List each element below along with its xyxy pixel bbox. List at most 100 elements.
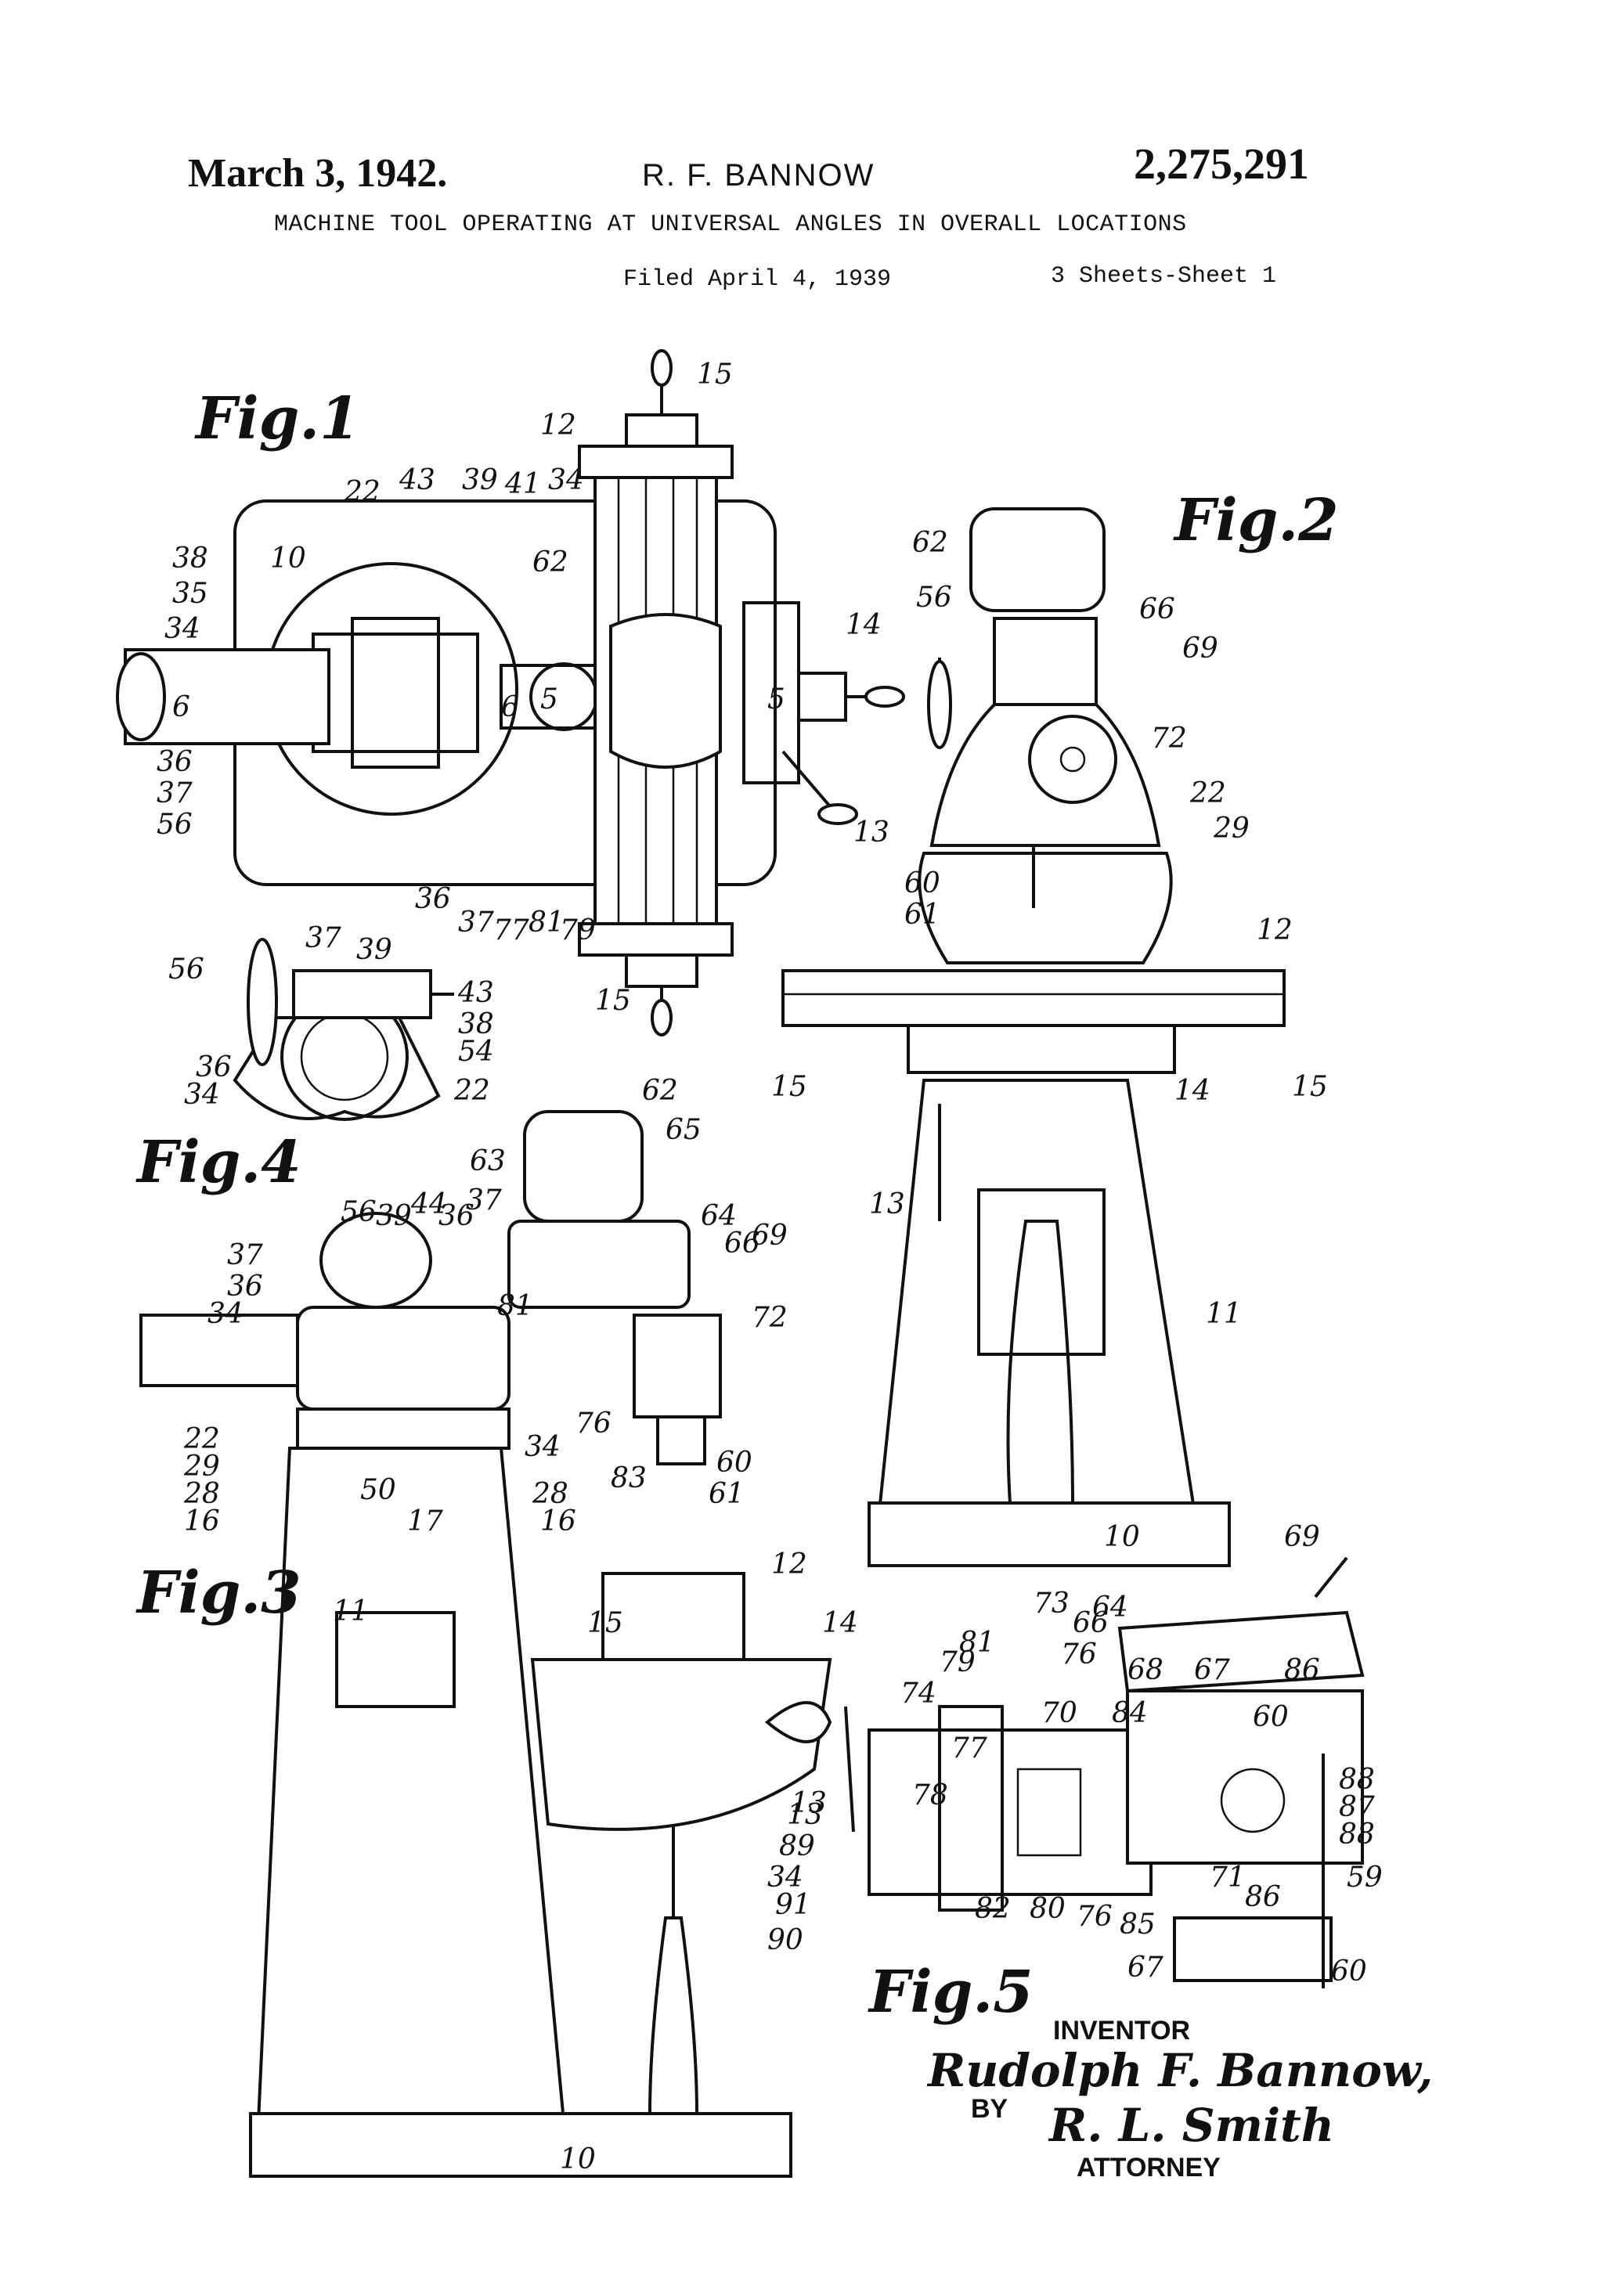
ref-numeral: 44 [410, 1188, 447, 1220]
ref-numeral: 88 [1339, 1764, 1375, 1796]
fig4-reference-numerals: 56 37 39 43 38 54 36 34 22 [168, 922, 494, 1111]
ref-numeral: 84 [1112, 1697, 1148, 1729]
ref-numeral: 34 [525, 1431, 561, 1463]
ref-numeral: 56 [916, 582, 952, 614]
ref-numeral: 74 [900, 1678, 936, 1710]
ref-numeral: 56 [168, 953, 204, 986]
fig1-top-view [116, 349, 905, 1036]
attorney-signature: R. L. Smith [1048, 2099, 1334, 2152]
fig1-label: Fig.1 [194, 385, 360, 452]
ref-numeral: 56 [341, 1196, 377, 1228]
ref-numeral: 81 [497, 1290, 533, 1322]
ref-numeral: 85 [1120, 1909, 1156, 1941]
ref-numeral: 72 [1151, 723, 1187, 755]
ref-numeral: 15 [771, 1071, 807, 1103]
ref-numeral: 34 [164, 613, 200, 645]
ref-numeral: 38 [458, 1008, 494, 1040]
ref-numeral: 67 [1127, 1952, 1163, 1984]
ref-numeral: 13 [787, 1799, 823, 1831]
attorney-label: ATTORNEY [1077, 2153, 1221, 2182]
ref-numeral: 16 [540, 1505, 576, 1537]
ref-numeral: 28 [532, 1478, 568, 1510]
ref-numeral: 80 [1030, 1893, 1066, 1925]
ref-numeral: 22 [183, 1423, 220, 1455]
fig4-label: Fig.4 [135, 1129, 301, 1196]
ref-numeral: 76 [1061, 1638, 1097, 1671]
ref-numeral: 12 [540, 409, 576, 442]
fig5-label: Fig.5 [868, 1959, 1034, 2026]
ref-numeral: 14 [822, 1607, 858, 1639]
by-label: BY [971, 2094, 1008, 2124]
fig4-view [233, 938, 454, 1121]
ref-numeral: 68 [1127, 1654, 1163, 1686]
ref-numeral: 37 [466, 1184, 502, 1216]
ref-numeral: 37 [227, 1239, 263, 1271]
ref-numeral: 15 [1292, 1071, 1328, 1103]
ref-numeral: 90 [767, 1924, 803, 1956]
ref-numeral: 43 [457, 977, 494, 1009]
ref-numeral: 13 [869, 1188, 905, 1220]
ref-numeral: 29 [183, 1451, 220, 1483]
ref-numeral: 91 [775, 1889, 811, 1921]
ref-numeral: 13 [791, 1787, 827, 1819]
patent-title: MACHINE TOOL OPERATING AT UNIVERSAL ANGL… [274, 211, 1187, 238]
ref-numeral: 62 [912, 527, 948, 559]
fig2-label: Fig.2 [1173, 487, 1339, 554]
ref-numeral: 5 [540, 683, 558, 715]
ref-numeral: 69 [1182, 633, 1218, 665]
ref-numeral: 43 [399, 464, 435, 496]
ref-numeral: 34 [548, 464, 584, 496]
patent-date: March 3, 1942. [188, 151, 448, 196]
ref-numeral: 69 [752, 1220, 788, 1252]
ref-numeral: 34 [207, 1298, 244, 1330]
ref-numeral: 15 [697, 359, 733, 391]
ref-numeral: 36 [227, 1271, 263, 1303]
ref-numeral: 81 [529, 907, 565, 939]
ref-numeral: 73 [1034, 1588, 1070, 1620]
fig3-side-view [139, 1110, 855, 2178]
ref-numeral: 29 [1213, 813, 1250, 845]
ref-numeral: 70 [1041, 1697, 1077, 1729]
fig3-label: Fig.3 [135, 1559, 301, 1627]
ref-numeral: 78 [912, 1779, 948, 1811]
ref-numeral: 28 [183, 1478, 220, 1510]
ref-numeral: 61 [709, 1478, 745, 1510]
ref-numeral: 79 [560, 914, 596, 946]
ref-numeral: 36 [157, 746, 193, 778]
ref-numeral: 71 [1210, 1862, 1246, 1894]
ref-numeral: 39 [462, 464, 498, 496]
fig2-front-view [781, 507, 1286, 1567]
ref-numeral: 64 [1092, 1591, 1128, 1624]
sheet-count: 3 Sheets-Sheet 1 [1051, 263, 1277, 290]
ref-numeral: 61 [904, 899, 940, 931]
ref-numeral: 77 [493, 914, 529, 946]
ref-numeral: 60 [716, 1447, 752, 1479]
ref-numeral: 15 [595, 985, 631, 1017]
ref-numeral: 11 [333, 1595, 369, 1627]
ref-numeral: 39 [376, 1200, 412, 1232]
fig5-section-view [868, 1556, 1365, 1988]
ref-numeral: 86 [1245, 1881, 1281, 1913]
ref-numeral: 63 [470, 1145, 506, 1177]
ref-numeral: 69 [1284, 1521, 1320, 1553]
ref-numeral: 10 [560, 2143, 596, 2175]
ref-numeral: 38 [172, 542, 208, 575]
ref-numeral: 60 [1331, 1955, 1367, 1988]
ref-numeral: 12 [1257, 914, 1293, 946]
ref-numeral: 89 [779, 1830, 815, 1862]
filed-date: Filed April 4, 1939 [623, 266, 892, 293]
ref-numeral: 6 [501, 691, 519, 723]
ref-numeral: 5 [767, 683, 785, 715]
ref-numeral: 87 [1339, 1791, 1375, 1823]
fig3-reference-numerals: 63 62 65 64 66 69 56 39 44 36 37 37 36 3… [183, 1075, 858, 2175]
ref-numeral: 11 [1206, 1298, 1242, 1330]
ref-numeral: 34 [767, 1862, 803, 1894]
ref-numeral: 62 [532, 546, 568, 579]
ref-numeral: 60 [904, 867, 940, 899]
ref-numeral: 15 [587, 1607, 623, 1639]
ref-numeral: 72 [752, 1302, 788, 1334]
ref-numeral: 60 [1253, 1701, 1289, 1733]
ref-numeral: 36 [438, 1200, 474, 1232]
ref-numeral: 50 [360, 1474, 396, 1506]
ref-numeral: 56 [157, 809, 193, 841]
